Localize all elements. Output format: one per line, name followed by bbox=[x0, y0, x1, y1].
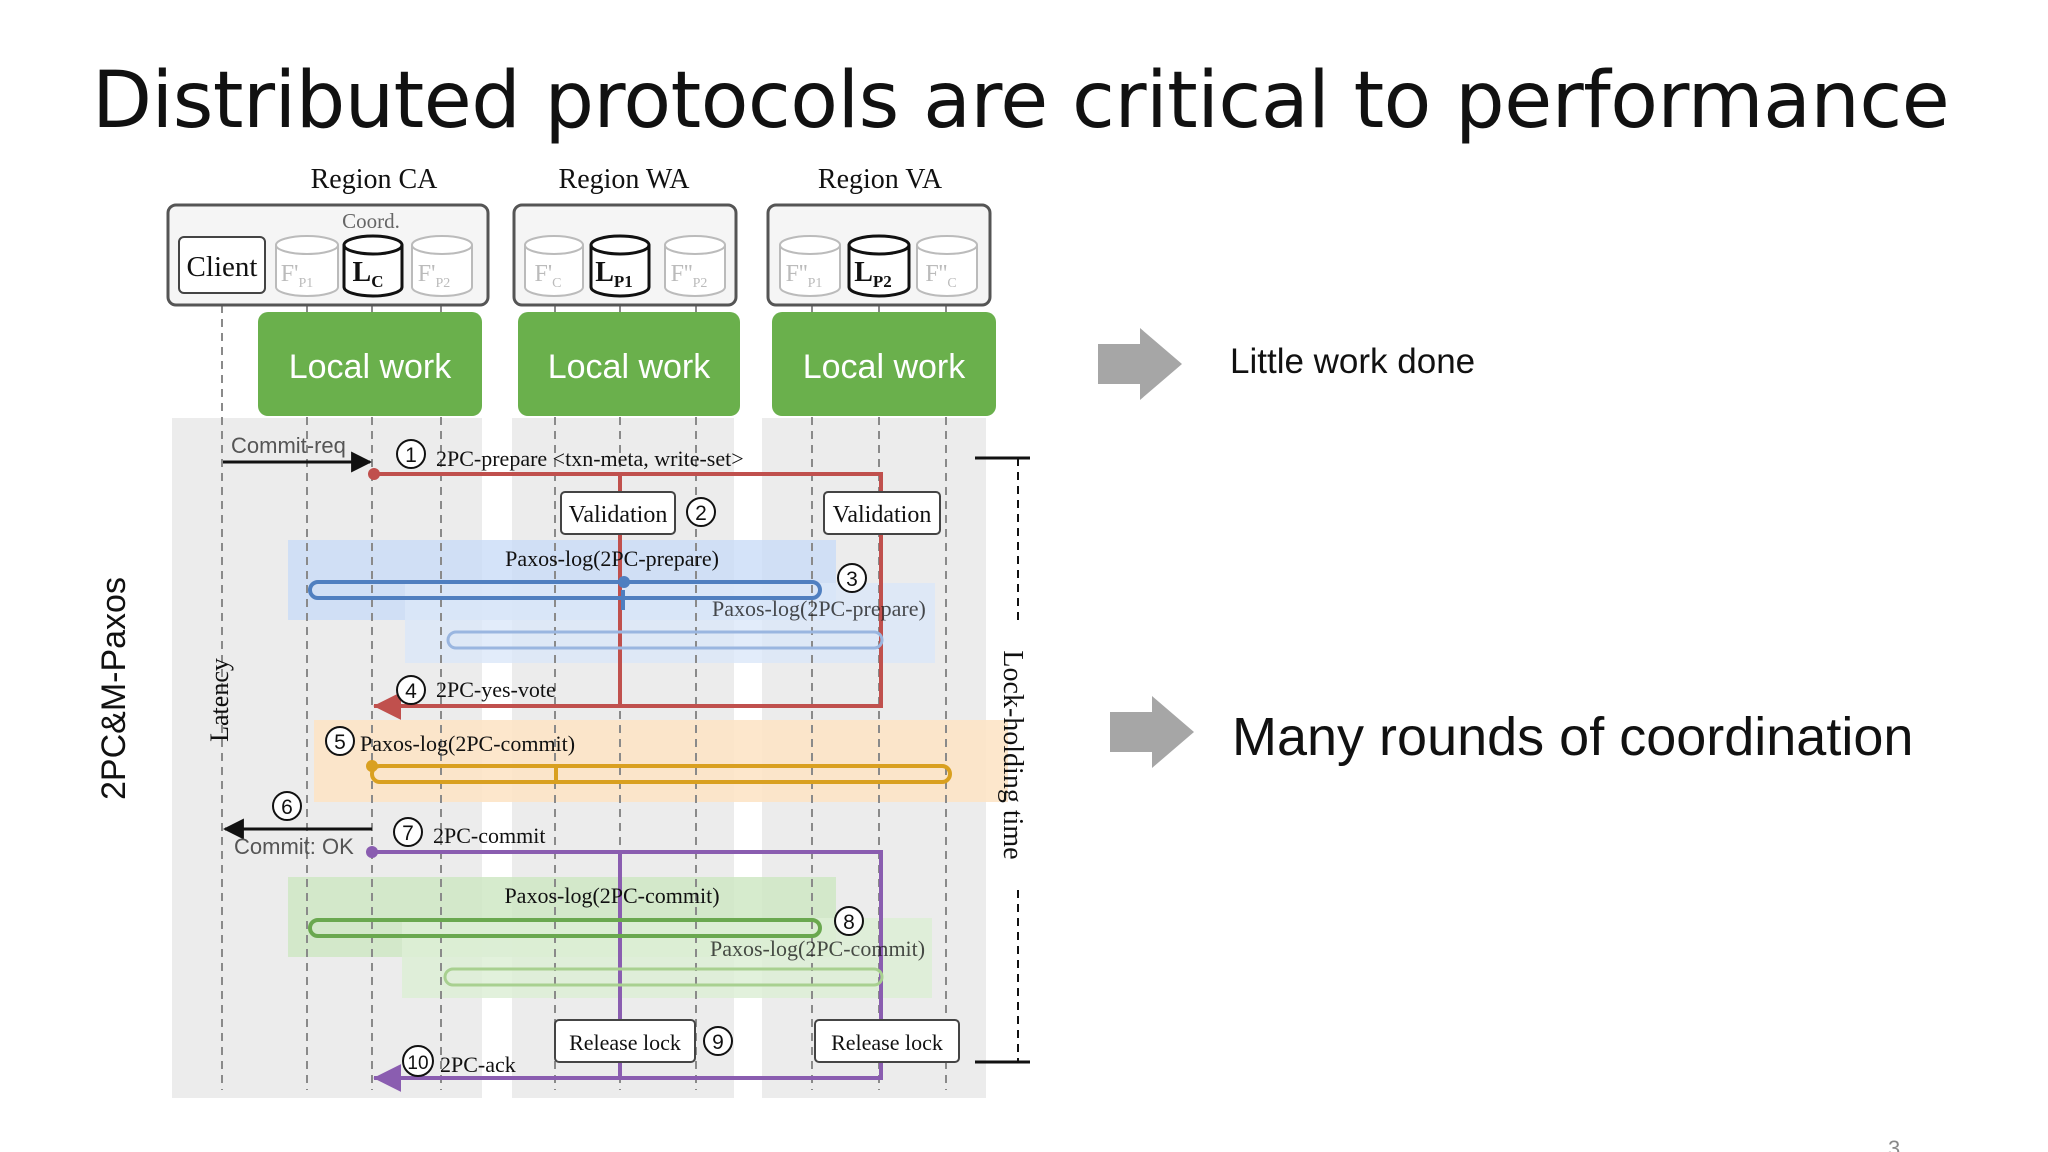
validation-box-wa bbox=[560, 491, 676, 535]
db-follower-c-wa: F'C bbox=[524, 235, 584, 297]
page-number: 3 bbox=[1888, 1136, 1901, 1152]
svg-text:6: 6 bbox=[281, 796, 293, 819]
db-follower-c-va: F''C bbox=[916, 235, 978, 297]
local-work-va bbox=[772, 312, 996, 416]
step-number-8 bbox=[834, 906, 864, 936]
lock-holding-label: Lock-holding time bbox=[997, 650, 1028, 859]
step-number-9a bbox=[703, 1026, 733, 1056]
step-number-10 bbox=[402, 1045, 434, 1077]
prepare-start-dot bbox=[368, 468, 380, 480]
local-work-ca-label: Local work bbox=[289, 348, 453, 386]
paxos-prepare-band-2 bbox=[405, 583, 935, 663]
commit-log-label: Paxos-log(2PC-commit) bbox=[360, 731, 575, 756]
local-work-wa-label: Local work bbox=[548, 348, 712, 386]
region-title-va: Region VA bbox=[818, 164, 943, 195]
paxos-prepare-label: Paxos-log(2PC-prepare) bbox=[505, 546, 719, 571]
paxos-commit-log-band bbox=[314, 720, 1008, 802]
svg-text:5: 5 bbox=[334, 731, 346, 754]
step-number-4 bbox=[396, 675, 426, 705]
client-label: Client bbox=[187, 251, 258, 283]
svg-text:3: 3 bbox=[846, 568, 858, 591]
commit-log-loops bbox=[370, 764, 952, 784]
coord-label: Coord. bbox=[342, 209, 400, 233]
commit-start-dot bbox=[366, 846, 378, 858]
svg-text:Release lock: Release lock bbox=[569, 1030, 681, 1055]
yes-vote-label: 2PC-yes-vote bbox=[436, 677, 556, 702]
svg-text:2: 2 bbox=[695, 502, 707, 525]
step-number-7 bbox=[393, 817, 423, 847]
db-follower-p1-va: F''P1 bbox=[779, 235, 841, 297]
paxos-commit-loops bbox=[308, 918, 822, 938]
commit-log-dot bbox=[366, 760, 378, 772]
svg-text:Validation: Validation bbox=[569, 502, 668, 528]
paxos-prepare-label-2: Paxos-log(2PC-prepare) bbox=[712, 596, 926, 621]
note-little-work: Little work done bbox=[1230, 342, 1476, 381]
db-leader-c: LC bbox=[342, 234, 404, 298]
step-number-6 bbox=[272, 791, 302, 821]
db-leader-p1: LP1 bbox=[589, 234, 651, 298]
prepare-label: 2PC-prepare <txn-meta, write-set> bbox=[436, 446, 744, 471]
paxos-prepare-dot bbox=[618, 576, 630, 588]
step-number-5 bbox=[325, 726, 355, 756]
local-work-va-label: Local work bbox=[803, 348, 967, 386]
latency-label: Latency bbox=[205, 658, 234, 742]
svg-text:Release lock: Release lock bbox=[831, 1030, 943, 1055]
client-node bbox=[178, 236, 266, 294]
local-work-wa bbox=[518, 312, 740, 416]
svg-text:1: 1 bbox=[405, 444, 417, 467]
protocol-side-label: 2PC&M-Paxos bbox=[95, 577, 133, 800]
commit-req-label: Commit-req bbox=[231, 433, 346, 458]
svg-text:10: 10 bbox=[407, 1053, 428, 1074]
arrow-right-icon bbox=[1098, 328, 1182, 400]
lock-bracket bbox=[975, 456, 1030, 1064]
lifelines bbox=[221, 305, 947, 1090]
svg-text:Validation: Validation bbox=[833, 502, 932, 528]
svg-text:7: 7 bbox=[402, 822, 414, 845]
local-work-ca bbox=[258, 312, 482, 416]
commit-label: 2PC-commit bbox=[433, 823, 545, 848]
step-number-1 bbox=[396, 439, 426, 469]
paxos-prepare-loops-2 bbox=[446, 630, 884, 650]
db-follower-p2-ca: F'P2 bbox=[411, 235, 473, 297]
note-many-rounds: Many rounds of coordination bbox=[1232, 707, 1914, 767]
paxos-commit-label-2: Paxos-log(2PC-commit) bbox=[710, 936, 925, 961]
paxos-commit-label: Paxos-log(2PC-commit) bbox=[504, 883, 719, 908]
db-follower-p1-ca: F'P1 bbox=[275, 235, 339, 297]
ack-label: 2PC-ack bbox=[440, 1052, 516, 1077]
commit-ok-label: Commit: OK bbox=[234, 834, 354, 859]
db-leader-p2: LP2 bbox=[847, 234, 911, 298]
svg-text:4: 4 bbox=[405, 680, 417, 703]
release-lock-box-wa bbox=[554, 1019, 696, 1063]
svg-text:9: 9 bbox=[712, 1031, 724, 1054]
arrow-right-icon-2 bbox=[1110, 696, 1194, 768]
svg-text:8: 8 bbox=[843, 911, 855, 934]
region-title-wa: Region WA bbox=[559, 164, 691, 195]
release-lock-box-va bbox=[814, 1019, 960, 1063]
validation-box-va bbox=[823, 491, 941, 535]
region-title-ca: Region CA bbox=[311, 164, 439, 195]
paxos-prepare-loops bbox=[308, 580, 822, 610]
db-follower-p2-wa: F''P2 bbox=[664, 235, 726, 297]
slide-title: Distributed protocols are critical to pe… bbox=[92, 56, 1950, 146]
step-number-2a bbox=[686, 497, 716, 527]
step-number-3 bbox=[837, 563, 867, 593]
paxos-commit-loops-2 bbox=[443, 967, 884, 987]
